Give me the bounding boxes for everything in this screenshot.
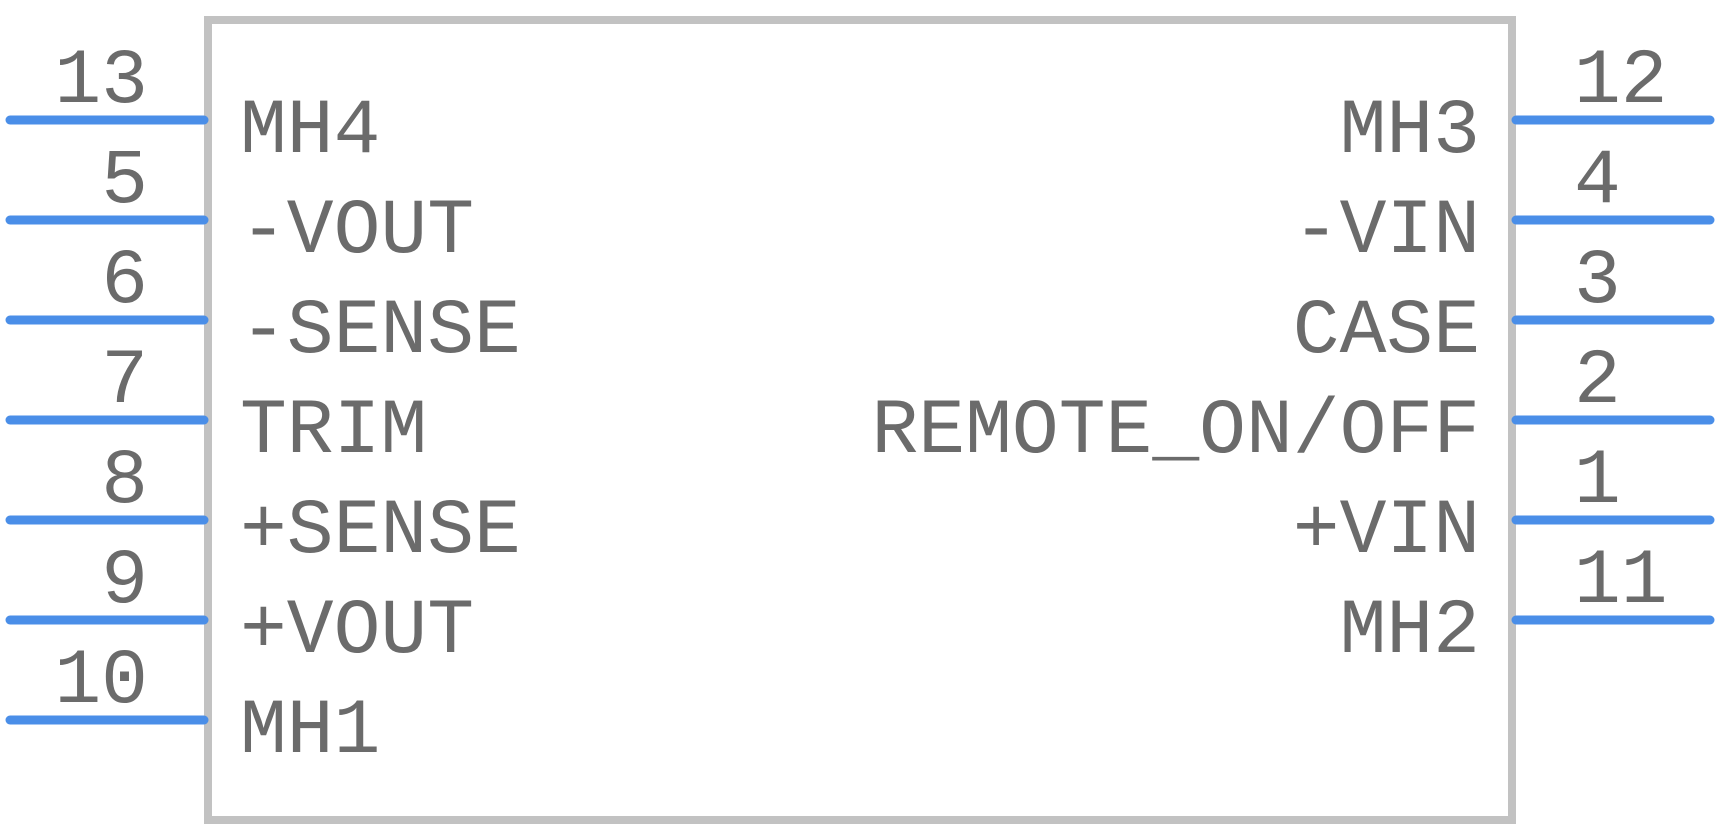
pin-name-remote-on-off: REMOTE_ON/OFF <box>872 388 1481 476</box>
pin-name-mh2: MH2 <box>1340 588 1480 676</box>
pin-number-8: 8 <box>101 438 148 526</box>
pin-number-7: 7 <box>101 338 148 426</box>
pin-name-vin: -VIN <box>1293 188 1480 276</box>
pin-name-vout: -VOUT <box>240 188 474 276</box>
pin-number-12: 12 <box>1574 38 1668 126</box>
pin-name-case: CASE <box>1293 288 1480 376</box>
pin-number-11: 11 <box>1574 538 1668 626</box>
pin-name-sense: -SENSE <box>240 288 521 376</box>
pin-number-5: 5 <box>101 138 148 226</box>
pin-number-1: 1 <box>1574 438 1621 526</box>
pin-name-trim: TRIM <box>240 388 427 476</box>
pin-name-vout: +VOUT <box>240 588 474 676</box>
pin-name-sense: +SENSE <box>240 488 521 576</box>
pin-number-10: 10 <box>54 638 148 726</box>
pin-name-vin: +VIN <box>1293 488 1480 576</box>
pin-name-mh3: MH3 <box>1340 88 1480 176</box>
pin-number-3: 3 <box>1574 238 1621 326</box>
pin-number-4: 4 <box>1574 138 1621 226</box>
pin-name-mh1: MH1 <box>240 688 380 776</box>
pin-number-13: 13 <box>54 38 148 126</box>
pin-number-9: 9 <box>101 538 148 626</box>
component-body <box>204 16 1516 824</box>
pin-name-mh4: MH4 <box>240 88 380 176</box>
pin-number-2: 2 <box>1574 338 1621 426</box>
pin-number-6: 6 <box>101 238 148 326</box>
pins-layer: 13MH45-VOUT6-SENSE7TRIM8+SENSE9+VOUT10MH… <box>5 38 1715 776</box>
